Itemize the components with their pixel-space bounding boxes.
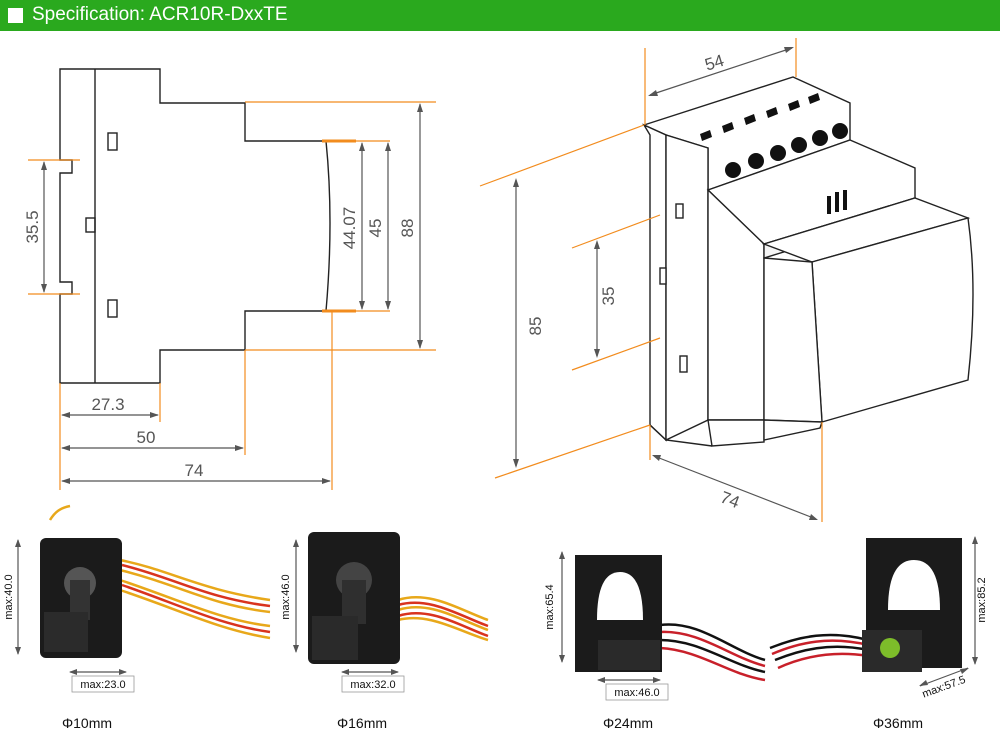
iso-dimension-arrows (513, 47, 818, 520)
sensor-1-height-label: max:40.0 (3, 574, 15, 619)
sensor-3-caption: Φ24mm (603, 715, 653, 731)
side-view-slot-top (107, 132, 118, 151)
side-view-clip (85, 217, 96, 233)
dim-74-iso: 74 (718, 488, 742, 513)
side-view-extension-lines (28, 101, 436, 490)
terminal-screw-icon (770, 145, 786, 161)
iso-view-drawing (642, 76, 974, 447)
sensor-4-width-label: max:57.5 (921, 674, 968, 701)
terminal-screw-icon (791, 137, 807, 153)
dim-85: 85 (526, 317, 545, 336)
sensor-16mm: max:46.0 max:32.0 Φ16mm (280, 532, 489, 731)
sensor-10mm: max:40.0 max:23.0 Φ10mm (3, 504, 271, 731)
dim-27-3: 27.3 (91, 395, 124, 414)
side-view-slot-bottom (107, 299, 118, 318)
terminal-screw-icon (748, 153, 764, 169)
sensor-3-height-label: max:65.4 (544, 584, 556, 629)
iso-terminals (700, 93, 848, 178)
side-view-dimension-arrows (41, 103, 423, 484)
dim-54: 54 (703, 51, 727, 75)
dim-44-07: 44.07 (340, 207, 359, 250)
dim-88: 88 (398, 219, 417, 238)
header-square-icon (8, 8, 23, 23)
sensor-1-width-label: max:23.0 (80, 679, 125, 691)
iso-vent-icon (827, 190, 847, 214)
sensor-2-caption: Φ16mm (337, 715, 387, 731)
dim-35-5: 35.5 (23, 210, 42, 243)
dim-74-side: 74 (185, 461, 204, 480)
sensor-4-caption: Φ36mm (873, 715, 923, 731)
sensor-1-caption: Φ10mm (62, 715, 112, 731)
dim-50: 50 (137, 428, 156, 447)
dim-45: 45 (366, 219, 385, 238)
sensor-36mm: max:85.2 max:57.5 Φ36mm (769, 536, 988, 731)
side-view-outline (59, 68, 331, 384)
specification-drawing: 35.5 44.07 45 88 27.3 50 74 (3, 38, 988, 731)
terminal-screw-icon (812, 130, 828, 146)
spec-header: Specification: ACR10R-DxxTE (0, 0, 1000, 31)
side-view-drawing (59, 68, 331, 384)
terminal-screw-icon (725, 162, 741, 178)
iso-front-face (811, 217, 974, 423)
sensor-4-height-label: max:85.2 (976, 577, 988, 622)
iso-extension-lines (479, 38, 823, 522)
dim-35: 35 (599, 287, 618, 306)
terminal-screw-icon (832, 123, 848, 139)
sensor-2-height-label: max:46.0 (280, 574, 292, 619)
sensor-24mm: max:65.4 max:46.0 Φ24mm (544, 551, 766, 731)
sensor-2-width-label: max:32.0 (350, 679, 395, 691)
sensor-3-width-label: max:46.0 (614, 687, 659, 699)
header-title: Specification: ACR10R-DxxTE (32, 4, 288, 25)
side-view-dimension-labels: 35.5 44.07 45 88 27.3 50 74 (23, 207, 417, 480)
